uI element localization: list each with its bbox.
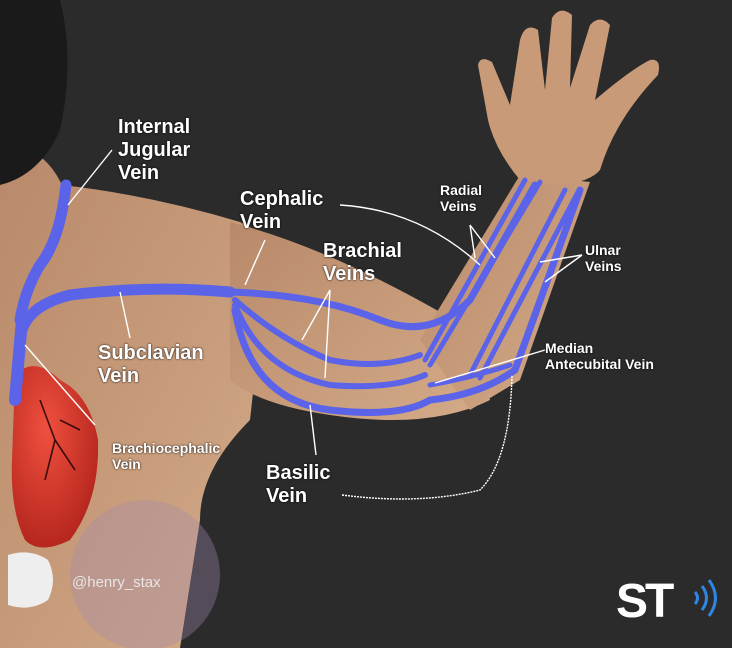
hair [0,0,68,185]
st-logo: ST [616,575,674,628]
heart [11,366,99,548]
basilic-vein [231,186,584,416]
hand-skin [478,10,659,185]
label-median-antecubital-vein: Median Antecubital Vein [545,340,654,373]
label-internal-jugular-vein: Internal Jugular Vein [118,116,191,184]
heart-vessels [39,399,81,481]
ulnar-vein-2 [477,189,581,381]
label-radial-veins: Radial Veins [440,182,483,215]
leader-lines [24,149,583,500]
radial-vein-2 [427,179,543,368]
brachial-vein-1 [232,297,423,367]
radial-vein-1 [422,177,528,363]
wifi-signal-icon [693,579,717,617]
label-ulnar-veins: Ulnar Veins [585,242,622,275]
label-brachiocephalic-vein: Brachiocephalic Vein [112,440,221,473]
forearm-skin [420,175,590,410]
brachiocephalic-vein [9,314,28,406]
label-cephalic-vein: Cephalic Vein [240,188,324,233]
label-brachial-veins: Brachial Veins [323,240,402,285]
subclavian-vein [16,283,236,336]
chest-shading [70,500,220,648]
ulnar-vein-1 [467,187,568,378]
brachial-vein-2 [232,302,428,390]
label-basilic-vein: Basilic Vein [266,462,331,507]
quotation-mark-icon [8,552,53,608]
watermark-handle: @henry_stax [72,574,161,591]
median-antecubital-vein [427,362,513,388]
label-subclavian-vein: Subclavian Vein [98,342,204,387]
veins [9,177,584,416]
internal-jugular-vein [14,179,72,326]
